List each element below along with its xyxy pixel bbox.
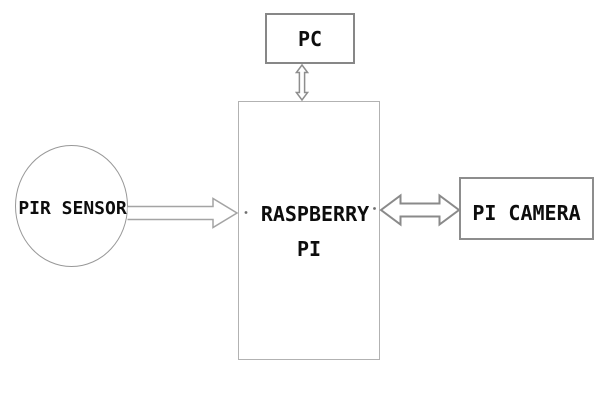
node-pi-camera: PI CAMERA [459,177,594,240]
node-raspberry-pi: RASPBERRY PI [238,101,380,360]
node-pi-camera-label: PI CAMERA [472,200,581,225]
node-pc-label: PC [297,26,323,51]
node-pir-sensor: PIR SENSOR [15,145,128,267]
node-raspberry-pi-label-line2: PI [296,237,322,261]
pc-raspberry-bidirectional-arrow-icon [294,63,310,102]
raspberry-camera-bidirectional-arrow-icon [379,193,461,227]
node-pir-sensor-label: PIR SENSOR [18,198,127,219]
pir-raspberry-arrow-icon [127,197,239,229]
node-pc: PC [265,13,355,64]
node-raspberry-pi-label-line1: RASPBERRY [260,202,370,226]
